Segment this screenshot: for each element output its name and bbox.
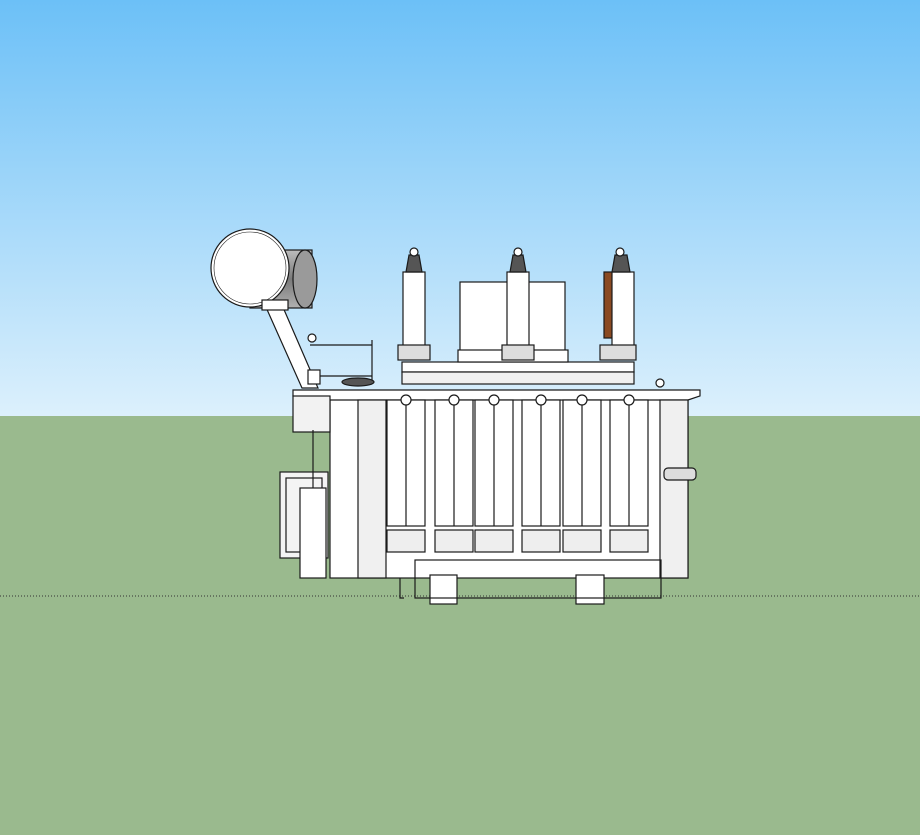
radiator [521, 394, 561, 553]
radiator [609, 394, 649, 553]
radiator [386, 394, 426, 553]
conservator-tank [210, 228, 318, 309]
tank-base-rail [414, 559, 662, 599]
transformer-model[interactable] [210, 228, 701, 605]
radiator-bank [386, 394, 649, 553]
bushing [599, 247, 637, 361]
top-platform [401, 349, 635, 385]
control-cabinet [279, 430, 329, 579]
radiator [562, 394, 602, 553]
tank-foot-left [429, 574, 458, 605]
radiator [474, 394, 514, 553]
bushing [501, 247, 535, 361]
radiator [434, 394, 474, 553]
conservator-pipe [261, 299, 375, 389]
tank-foot-right [575, 574, 605, 605]
bushing [397, 247, 431, 361]
